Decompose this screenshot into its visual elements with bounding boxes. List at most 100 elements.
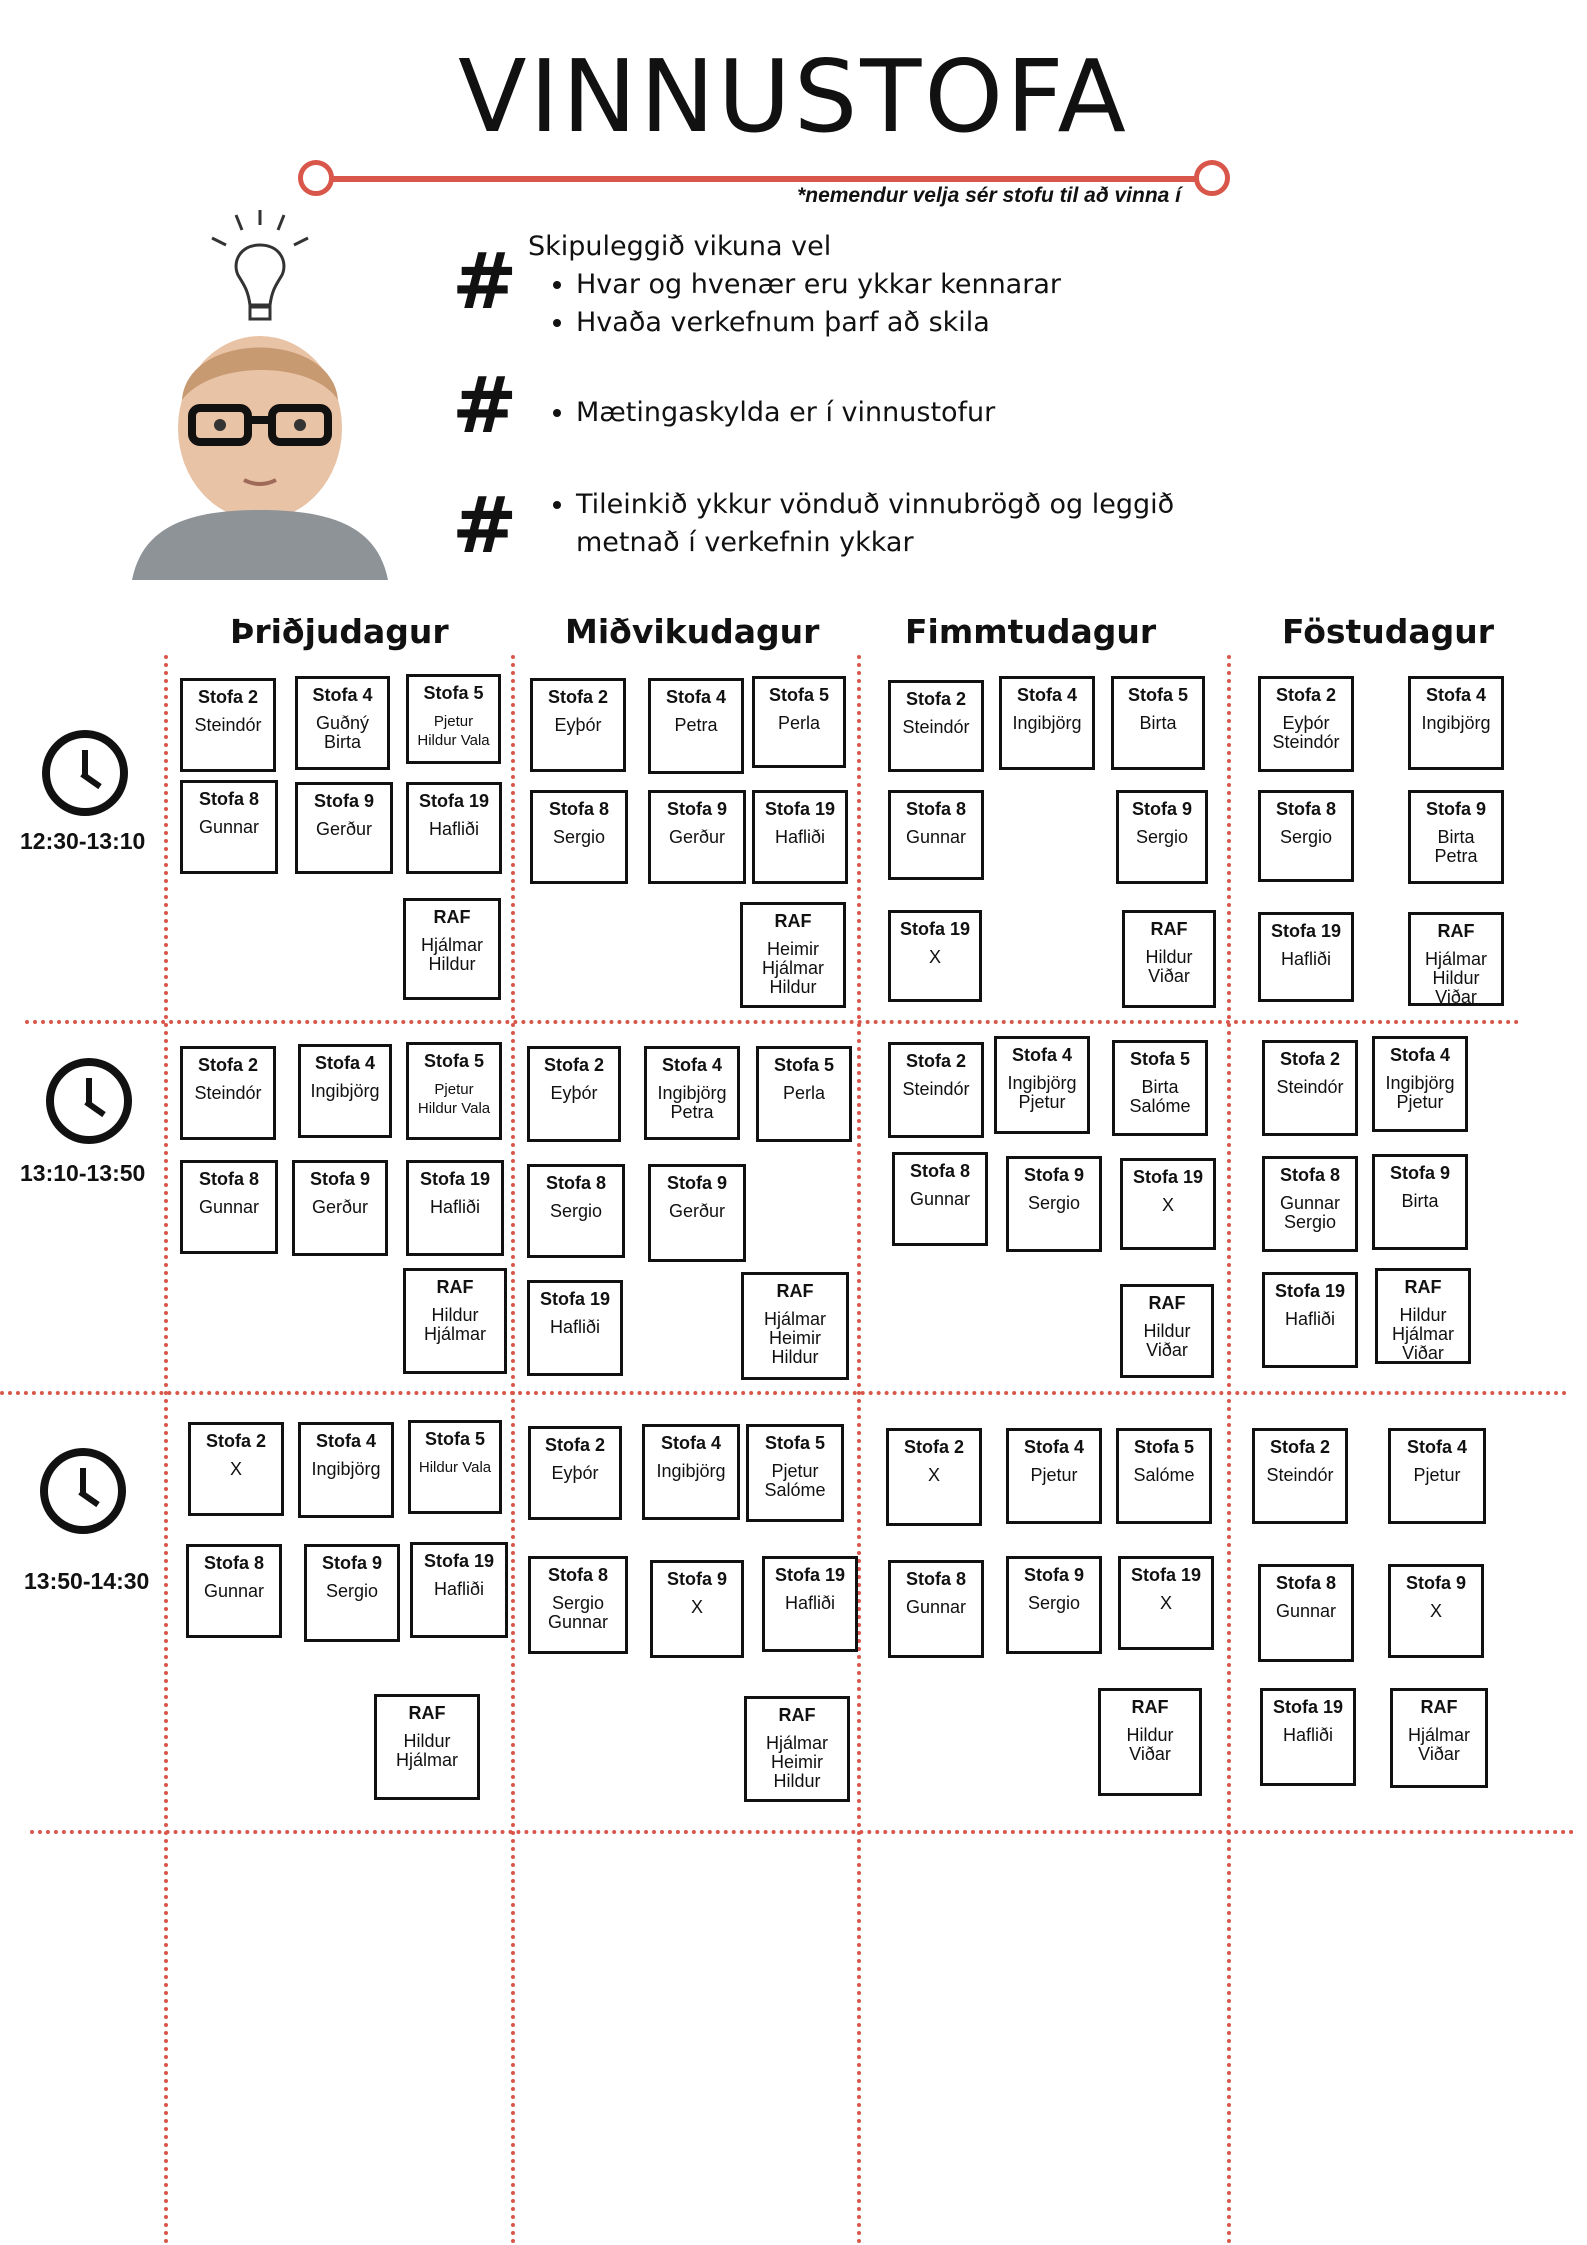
grid-vline — [511, 655, 515, 2245]
teacher-names: Gunnar — [909, 1189, 971, 1209]
teacher-names: Ingibjörg — [656, 1461, 726, 1481]
teacher-names: Pjetur — [1413, 1465, 1461, 1485]
intro-bullet: Tileinkið ykkur vönduð vinnubrögð og leg… — [576, 486, 1276, 562]
teacher-names: Hjálmar Heimir Hildur — [763, 1309, 826, 1367]
grid-vline — [164, 655, 168, 2245]
room-name: Stofa 5 — [1127, 685, 1188, 705]
title-line-dot-left — [298, 160, 334, 196]
teacher-names: Gerður — [668, 827, 726, 847]
room-name: Stofa 19 — [1274, 1281, 1346, 1301]
day-header-wednesday: Miðvikudagur — [565, 612, 820, 651]
room-name: Stofa 19 — [423, 1551, 495, 1571]
teacher-names: X — [928, 947, 941, 967]
clock-icon — [46, 1058, 132, 1144]
teacher-names: Gunnar — [905, 1597, 967, 1617]
room-name: Stofa 9 — [313, 791, 374, 811]
teacher-names: X — [927, 1465, 940, 1485]
grid-vline — [857, 655, 861, 2245]
teacher-names: Gunnar — [203, 1581, 265, 1601]
note-text: *nemendur velja sér stofu til að vinna í — [797, 184, 1181, 207]
room-name: Stofa 5 — [1129, 1049, 1190, 1069]
teacher-names: Gerður — [315, 819, 373, 839]
room-name: RAF — [776, 1281, 814, 1301]
room-name: Stofa 5 — [424, 1429, 485, 1449]
room-name: Stofa 8 — [198, 789, 259, 809]
room-name: RAF — [778, 1705, 816, 1725]
room-name: Stofa 4 — [1023, 1437, 1084, 1457]
room-name: Stofa 4 — [661, 1055, 722, 1075]
teacher-names: Birta Petra — [1434, 827, 1478, 866]
room-name: Stofa 4 — [665, 687, 726, 707]
teacher-names: Pjetur Hildur Vala — [417, 1081, 491, 1117]
intro-bullet: Mætingaskylda er í vinnustofur — [576, 394, 1276, 432]
teacher-names: Hafliði — [433, 1579, 485, 1599]
teacher-names: Hafliði — [784, 1593, 836, 1613]
room-name: Stofa 8 — [905, 799, 966, 819]
room-box: Stofa 4 Guðný Birta — [295, 676, 390, 770]
room-name: Stofa 4 — [1389, 1045, 1450, 1065]
room-name: Stofa 19 — [1130, 1565, 1202, 1585]
room-name: Stofa 8 — [548, 799, 609, 819]
room-name: RAF — [1150, 919, 1188, 939]
teacher-names: Ingibjörg — [1012, 713, 1082, 733]
intro-bullet: Hvaða verkefnum þarf að skila — [576, 304, 1276, 342]
teacher-names: Eyþór — [551, 1463, 599, 1483]
teacher-names: Steindór — [902, 1079, 970, 1099]
room-name: Stofa 2 — [1269, 1437, 1330, 1457]
teacher-names: X — [229, 1459, 242, 1479]
room-name: RAF — [433, 907, 471, 927]
room-name: Stofa 4 — [315, 1431, 376, 1451]
room-name: RAF — [1437, 921, 1475, 941]
room-name: Stofa 19 — [1270, 921, 1342, 941]
room-name: Stofa 4 — [314, 1053, 375, 1073]
teacher-names: Perla — [777, 713, 821, 733]
day-header-thursday: Fimmtudagur — [905, 612, 1157, 651]
teacher-names: Hildur Hjálmar — [395, 1731, 458, 1770]
room-box: Stofa 19 Hafliði — [762, 1556, 858, 1652]
teacher-names: X — [1159, 1593, 1172, 1613]
room-name: Stofa 8 — [545, 1173, 606, 1193]
room-name: Stofa 2 — [197, 1055, 258, 1075]
room-name: Stofa 4 — [660, 1433, 721, 1453]
hash-icon-1: # — [452, 236, 518, 327]
room-name: Stofa 19 — [774, 1565, 846, 1585]
room-name: Stofa 9 — [1023, 1565, 1084, 1585]
room-name: Stofa 19 — [764, 799, 836, 819]
teacher-names: Sergio — [1027, 1593, 1081, 1613]
grid-hline — [30, 1830, 1575, 1834]
teacher-names: Guðný Birta — [315, 713, 370, 752]
teacher-names: X — [1429, 1601, 1442, 1621]
room-name: RAF — [1420, 1697, 1458, 1717]
raf-room-box: RAF Hjálmar Heimir Hildur — [741, 1272, 849, 1380]
title-underline — [320, 176, 1206, 182]
grid-hline — [0, 1391, 1568, 1395]
room-name: Stofa 9 — [1425, 799, 1486, 819]
room-name: Stofa 4 — [312, 685, 373, 705]
